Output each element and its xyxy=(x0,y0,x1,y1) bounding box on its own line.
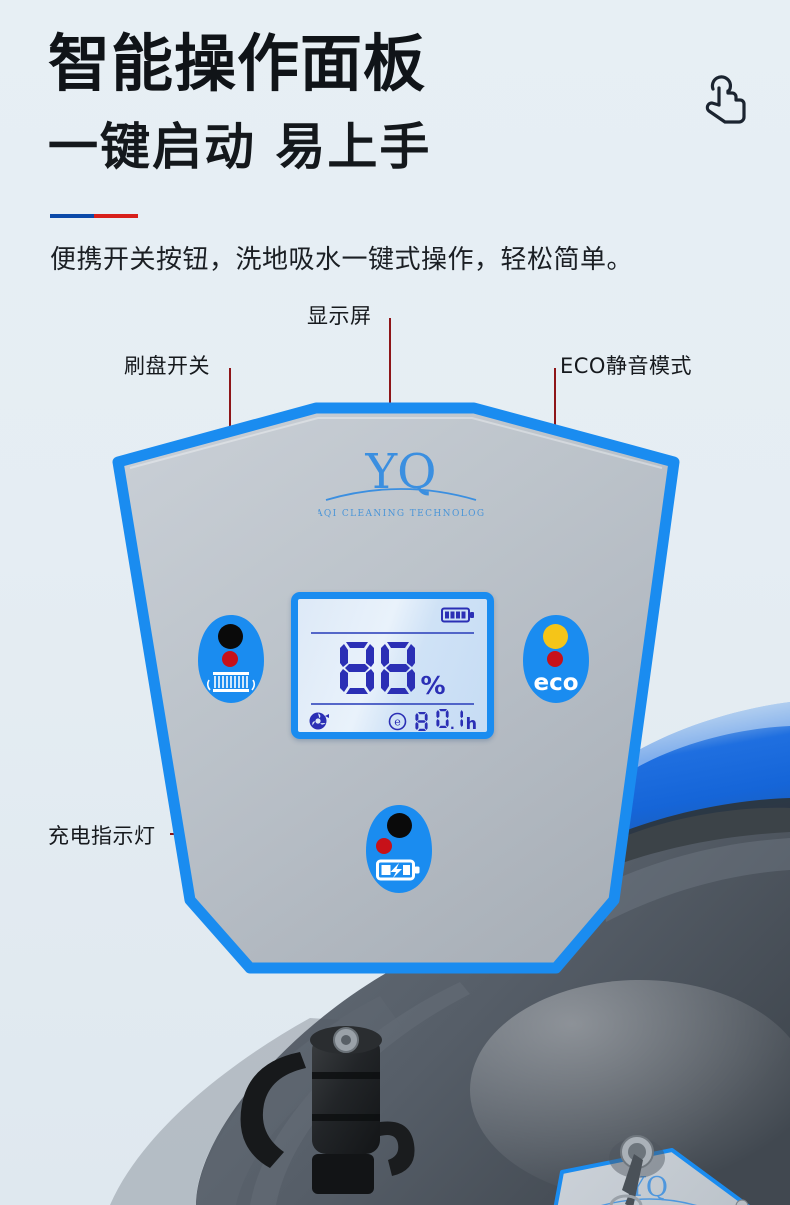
callout-charge: 充电指示灯 xyxy=(48,824,156,848)
panel-logo-tagline: YAQI CLEANING TECHNOLOGY xyxy=(318,509,484,519)
callout-brush: 刷盘开关 xyxy=(124,354,210,378)
page-title: 智能操作面板 xyxy=(48,27,427,100)
port-body xyxy=(312,1036,380,1154)
battery-full-icon xyxy=(441,607,474,623)
lcd-hours-unit: h xyxy=(465,714,477,733)
eco-e-icon: e xyxy=(388,712,407,730)
charge-status-led xyxy=(376,838,392,854)
brush-switch-button[interactable] xyxy=(194,613,268,705)
lcd-value-group: % xyxy=(298,635,487,701)
lcd-divider-top xyxy=(311,632,474,634)
battery-charging-icon xyxy=(376,859,420,881)
lcd-status-row: e xyxy=(308,706,477,736)
seg-hours-digit xyxy=(436,709,449,728)
eco-button-label: eco xyxy=(533,670,579,696)
seg-digit-2 xyxy=(381,642,416,694)
charge-indicator-button[interactable] xyxy=(362,803,436,895)
page-description: 便携开关按钮，洗地吸水一键式操作，轻松简单。 xyxy=(50,245,634,275)
panel-logo: YQ YAQI CLEANING TECHNOLOGY xyxy=(318,444,484,519)
charge-port xyxy=(240,1026,415,1194)
hand-tap-icon xyxy=(705,75,746,124)
seg-hours-decimal xyxy=(460,710,463,727)
svg-text:YQ: YQ xyxy=(364,444,436,500)
page-subtitle: 一键启动 易上手 xyxy=(48,118,432,176)
eco-led-indicator xyxy=(543,624,568,649)
brush-led-indicator xyxy=(218,624,243,649)
callout-display: 显示屏 xyxy=(307,304,372,328)
title-divider xyxy=(50,214,138,218)
callout-eco: ECO静音模式 xyxy=(560,354,692,378)
fan-vacuum-icon xyxy=(309,712,329,730)
lcd-percent-unit: % xyxy=(420,671,446,700)
brush-power-led xyxy=(222,651,238,667)
seg-digit-1 xyxy=(340,642,375,694)
lcd-divider-bottom xyxy=(311,703,474,705)
lcd-decimal-point: . xyxy=(450,716,455,733)
eco-mode-button[interactable]: eco xyxy=(519,613,593,705)
seg-level-digit xyxy=(415,711,428,731)
svg-text:e: e xyxy=(394,715,401,728)
lcd-display[interactable]: % e xyxy=(291,592,494,739)
eco-power-led xyxy=(547,651,563,667)
key-switch xyxy=(609,1135,665,1205)
brush-roller-icon xyxy=(206,672,256,692)
charge-led-indicator xyxy=(387,813,412,838)
lcd-hours-group: . h xyxy=(436,708,477,734)
